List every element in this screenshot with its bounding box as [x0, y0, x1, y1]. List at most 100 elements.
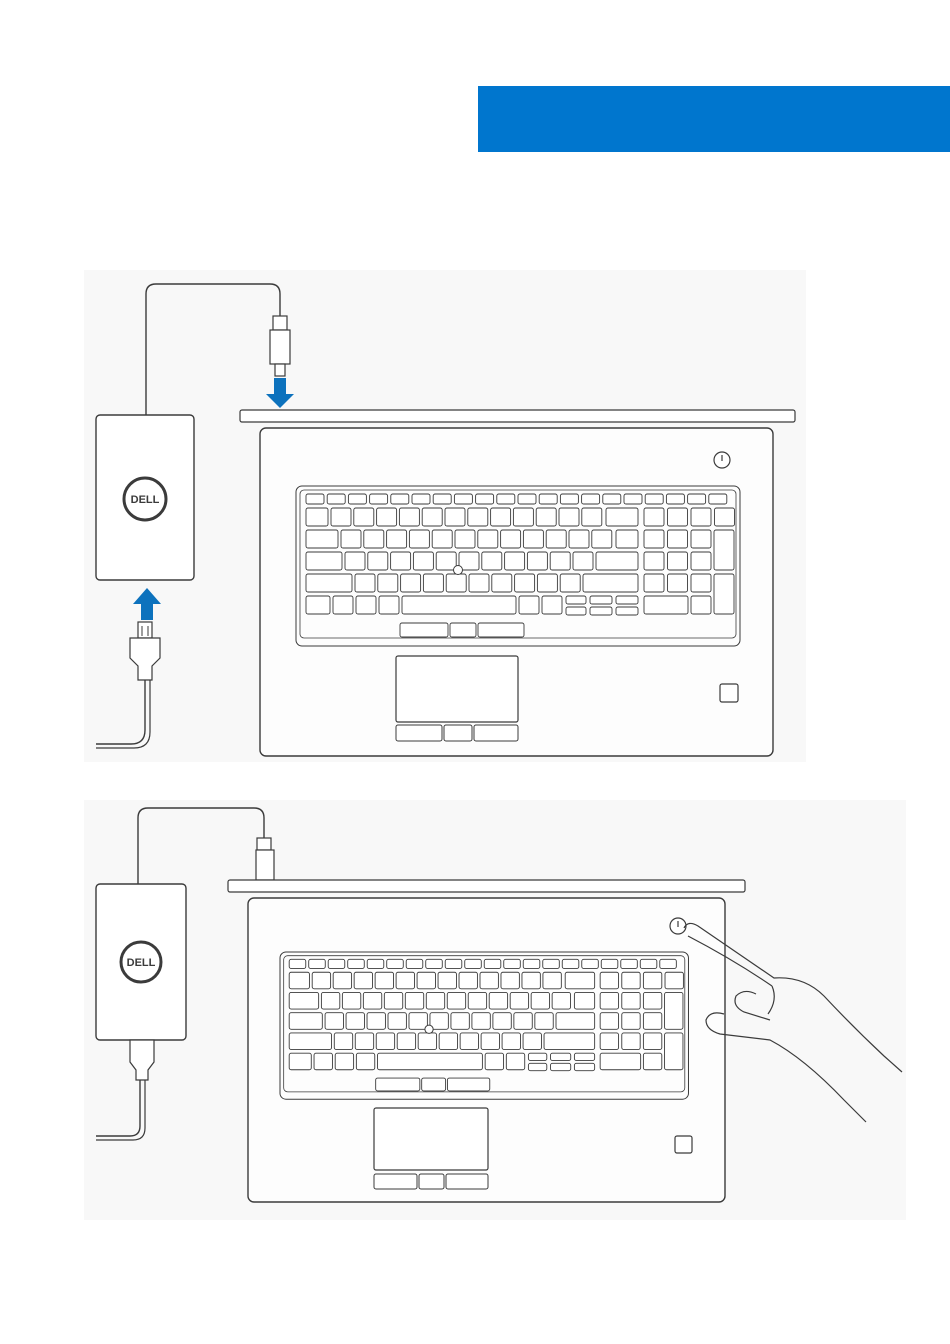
keyboard-key: [387, 959, 404, 968]
keyboard-key: [331, 508, 351, 526]
keyboard-key: [432, 530, 452, 548]
keyboard-key: [546, 530, 566, 548]
keyboard-key: [402, 596, 516, 614]
keyboard-key: [306, 596, 330, 614]
keyboard-key: [348, 494, 366, 504]
keyboard-key: [665, 992, 683, 1029]
keyboard-key: [513, 508, 533, 526]
keyboard-key: [321, 992, 339, 1009]
keyboard-key: [375, 972, 393, 989]
keyboard-key: [666, 494, 684, 504]
keyboard-key: [355, 574, 375, 592]
keyboard-key: [446, 574, 466, 592]
keyboard-key: [333, 596, 353, 614]
keyboard-key: [397, 1033, 415, 1050]
keyboard-key: [289, 1013, 322, 1030]
touchpad: [374, 1108, 488, 1170]
keyboard-key: [485, 1053, 503, 1070]
keyboard-key: [600, 1013, 618, 1030]
keyboard-key: [418, 1033, 436, 1050]
keyboard-key: [539, 494, 557, 504]
keyboard-key: [368, 552, 388, 570]
keyboard-key: [405, 992, 423, 1009]
touchpad-buttons: [374, 1174, 488, 1189]
keyboard-key: [469, 574, 489, 592]
keyboard-key: [472, 1013, 490, 1030]
keyboard-key: [644, 530, 664, 548]
chapter-header-bar: [478, 86, 950, 152]
keyboard-key: [523, 530, 543, 548]
keyboard-key: [665, 1033, 683, 1070]
keyboard-key: [660, 959, 677, 968]
keyboard-key: [409, 1013, 427, 1030]
keyboard-key: [600, 972, 618, 989]
keyboard-key: [306, 574, 352, 592]
keyboard-key: [518, 494, 536, 504]
connect-power-figure: DELL: [84, 270, 806, 762]
keyboard-key: [468, 508, 488, 526]
keyboard-key: [644, 574, 664, 592]
keyboard-key: [559, 508, 579, 526]
keyboard-key: [606, 508, 638, 526]
keyboard-key: [543, 972, 561, 989]
keyboard-key: [622, 1013, 640, 1030]
keyboard-key: [691, 508, 711, 526]
keyboard-key: [643, 972, 661, 989]
touchpad-buttons: [396, 725, 518, 741]
keyboard-key: [439, 1033, 457, 1050]
keyboard-key: [364, 530, 384, 548]
keyboard-key: [476, 494, 494, 504]
keyboard-key: [400, 623, 448, 637]
keyboard-key: [356, 596, 376, 614]
keyboard-key: [328, 959, 345, 968]
keyboard-key: [492, 574, 512, 592]
keyboard-key: [342, 992, 360, 1009]
keyboard-key: [491, 508, 511, 526]
keyboard-key: [413, 552, 433, 570]
keyboard-key: [544, 1033, 595, 1050]
keyboard-key: [325, 1013, 343, 1030]
keyboard-key: [409, 530, 429, 548]
keyboard-key: [560, 574, 580, 592]
keyboard-key: [482, 552, 502, 570]
keyboard-key: [668, 574, 688, 592]
keyboard-key: [376, 1078, 420, 1091]
keyboard-key: [510, 992, 528, 1009]
keyboard-key: [417, 972, 435, 989]
keyboard-key: [528, 1063, 546, 1070]
keyboard-key: [489, 992, 507, 1009]
keyboard-key: [370, 494, 388, 504]
keyboard-key: [714, 530, 734, 570]
keyboard-key: [312, 972, 330, 989]
keyboard-key: [505, 552, 525, 570]
keyboard-key: [426, 959, 443, 968]
keyboard-key: [377, 508, 397, 526]
keyboard-key: [396, 972, 414, 989]
keyboard-key: [450, 623, 476, 637]
keyboard-key: [289, 972, 309, 989]
fingerprint-reader-icon: [720, 684, 738, 702]
keyboard-key: [592, 530, 612, 548]
keyboard-key: [289, 959, 306, 968]
press-power-figure: DELL: [84, 800, 906, 1220]
keyboard-key: [574, 1063, 594, 1070]
laptop-lid-edge: [240, 410, 795, 422]
keyboard-key: [643, 992, 661, 1009]
keyboard-key: [573, 552, 593, 570]
keyboard-key: [691, 530, 711, 548]
keyboard-key: [306, 530, 338, 548]
keyboard-key: [478, 623, 524, 637]
keyboard-key: [497, 494, 515, 504]
svg-text:DELL: DELL: [127, 957, 156, 969]
fingerprint-reader-icon: [675, 1136, 692, 1153]
keyboard-key: [502, 1033, 520, 1050]
keyboard-key: [644, 508, 664, 526]
keyboard-key: [356, 1053, 374, 1070]
keyboard-key: [621, 959, 638, 968]
keyboard-key: [603, 494, 621, 504]
keyboard-key: [622, 1033, 640, 1050]
keyboard-key: [688, 494, 706, 504]
keyboard-key: [668, 508, 688, 526]
keyboard-key: [543, 959, 560, 968]
keyboard-key: [714, 574, 734, 614]
